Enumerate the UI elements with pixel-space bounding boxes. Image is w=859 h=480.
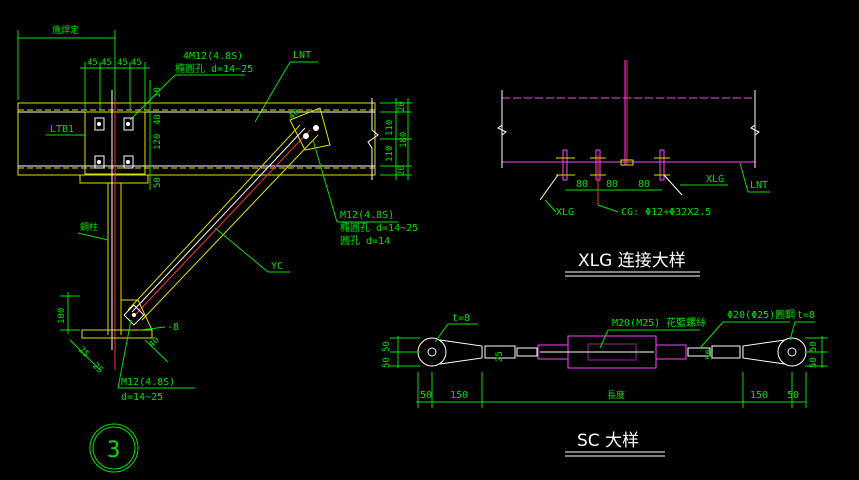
bolt-note-1: 4M12(4.8S): [183, 51, 243, 62]
sc-mid-50: 50: [705, 349, 715, 360]
xlg-dim-3: 80: [638, 179, 650, 190]
sc-t-left: t=8: [452, 313, 470, 324]
sc-bottom-dim-150b: 150: [750, 390, 768, 401]
left-dim-50: 50: [153, 177, 163, 188]
sc-dim-25: 25: [495, 351, 505, 362]
sc-title: SC 大样: [577, 431, 639, 451]
sc-bottom-dim-150a: 150: [450, 390, 468, 401]
right-dim-180: 180: [399, 132, 409, 148]
sc-span-label: 長度: [607, 389, 625, 401]
dim-45-2: 45: [101, 58, 112, 68]
dim-25b: 25: [90, 361, 105, 376]
xlg-detail: 80 80 80 XLG LNT XLG CG: Φ12+Φ32X2.5 XLG…: [497, 60, 770, 277]
dim-45-3: 45: [117, 58, 128, 68]
xlg-label-left: XLG: [556, 207, 574, 218]
cg-note: CG: Φ12+Φ32X2.5: [621, 207, 711, 218]
left-detail: 施焊定 45 45 45 45 4M12(4.8S) 橢圓孔 d=14~25 L…: [17, 24, 418, 473]
sc-rod-note: Φ20(Φ25)圓鋼: [727, 308, 795, 321]
xlg-dim-1: 80: [576, 179, 588, 190]
right-dim-20a: 20: [397, 101, 407, 112]
left-dim-10: 10: [153, 87, 163, 98]
xlg-dim-2: 80: [606, 179, 618, 190]
left-dim-40: 40: [153, 114, 163, 125]
xlg-label-right: XLG: [706, 174, 724, 185]
dim-45-4: 45: [131, 58, 142, 68]
bolt-note-3b: d=14~25: [121, 392, 163, 403]
xlg-lnt-label: LNT: [750, 180, 768, 191]
sc-left-dim-1: 50: [382, 341, 392, 352]
xlg-title: XLG 连接大样: [578, 251, 686, 271]
detail-number: 3: [107, 438, 120, 463]
bolt-note-2: M12(4.8S): [340, 210, 394, 221]
sc-right-dim-1: 50: [809, 341, 819, 352]
sc-left-dim-2: 50: [382, 357, 392, 368]
plate-t: -8: [167, 322, 179, 333]
sc-right-dim-2: 50: [809, 357, 819, 368]
lnt-label: LNT: [293, 50, 311, 61]
ltb-label: LTB1: [50, 124, 74, 135]
dim-100: 100: [57, 308, 67, 324]
bolt-note-1b: 橢圓孔 d=14~25: [175, 62, 253, 75]
sc-m20-note: M20(M25) 花籃螺絲: [612, 316, 706, 329]
sc-bottom-dim-50b: 50: [787, 390, 799, 401]
sc-detail: t=8 M20(M25) 花籃螺絲 Φ20(Φ25)圓鋼 t=8 50 50 2…: [382, 308, 828, 457]
bolt-group-1: [94, 117, 134, 169]
bolt-note-2c: 圓孔 d=14: [340, 235, 390, 247]
dim-25a: 25: [76, 345, 91, 360]
dim-45-1: 45: [87, 58, 98, 68]
top-dim-label: 施焊定: [52, 24, 79, 36]
right-dim-110a: 110: [385, 120, 395, 136]
bolt-note-3: M12(4.8S): [121, 377, 175, 388]
sc-bottom-dim-50a: 50: [420, 390, 432, 401]
sc-t-right: t=8: [797, 310, 815, 321]
right-dim-110b: 110: [385, 146, 395, 162]
left-dim-120: 120: [153, 134, 163, 150]
brace-label: YC: [271, 261, 283, 272]
column-label: 鋼柱: [80, 221, 98, 233]
right-dim-20b: 20: [397, 165, 407, 176]
bolt-note-2b: 橢圓孔 d=14~25: [340, 221, 418, 234]
